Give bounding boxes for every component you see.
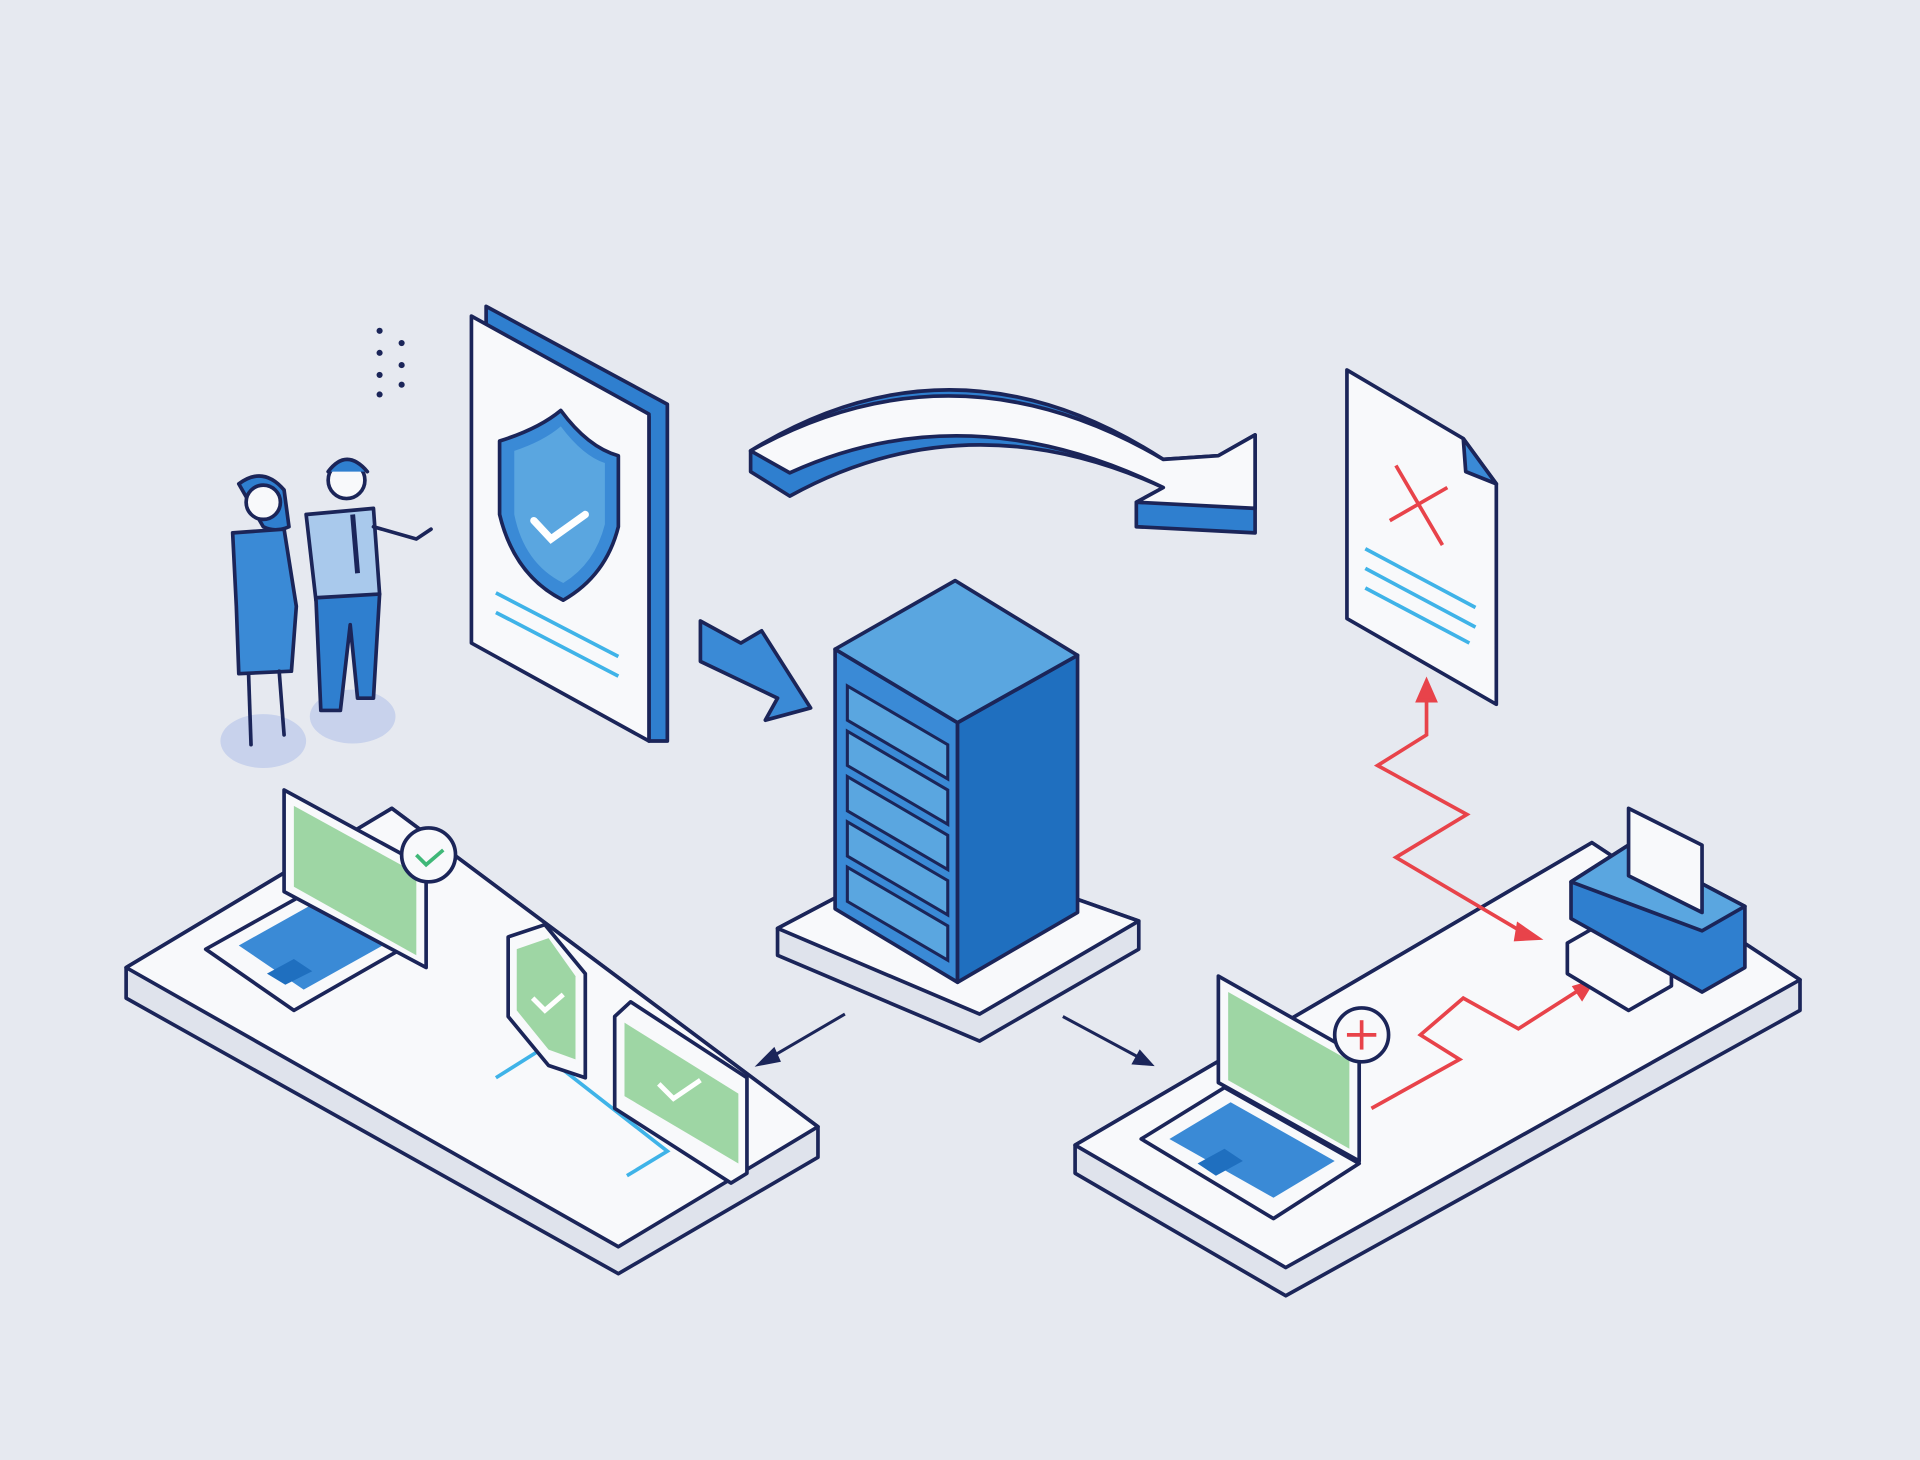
curved-arrow-icon xyxy=(748,388,1257,535)
connection-line xyxy=(494,1048,671,1178)
printer-icon xyxy=(1565,806,1747,1013)
dots-decoration xyxy=(376,327,405,398)
arrow-to-server-icon xyxy=(698,619,813,723)
tablet-icon xyxy=(506,922,588,1080)
distribution-arrows xyxy=(754,1012,1155,1067)
policy-document-panel xyxy=(376,304,670,743)
people-icon xyxy=(220,457,433,768)
check-badge-icon xyxy=(399,826,458,884)
tablet-icon xyxy=(612,999,749,1185)
shield-check-icon xyxy=(497,408,621,603)
server-rack-icon xyxy=(775,578,1141,1043)
document-denied-icon xyxy=(1345,368,1499,707)
deny-badge-icon xyxy=(1332,1006,1391,1064)
laptop-icon xyxy=(203,788,458,1013)
laptop-icon xyxy=(1139,974,1391,1221)
